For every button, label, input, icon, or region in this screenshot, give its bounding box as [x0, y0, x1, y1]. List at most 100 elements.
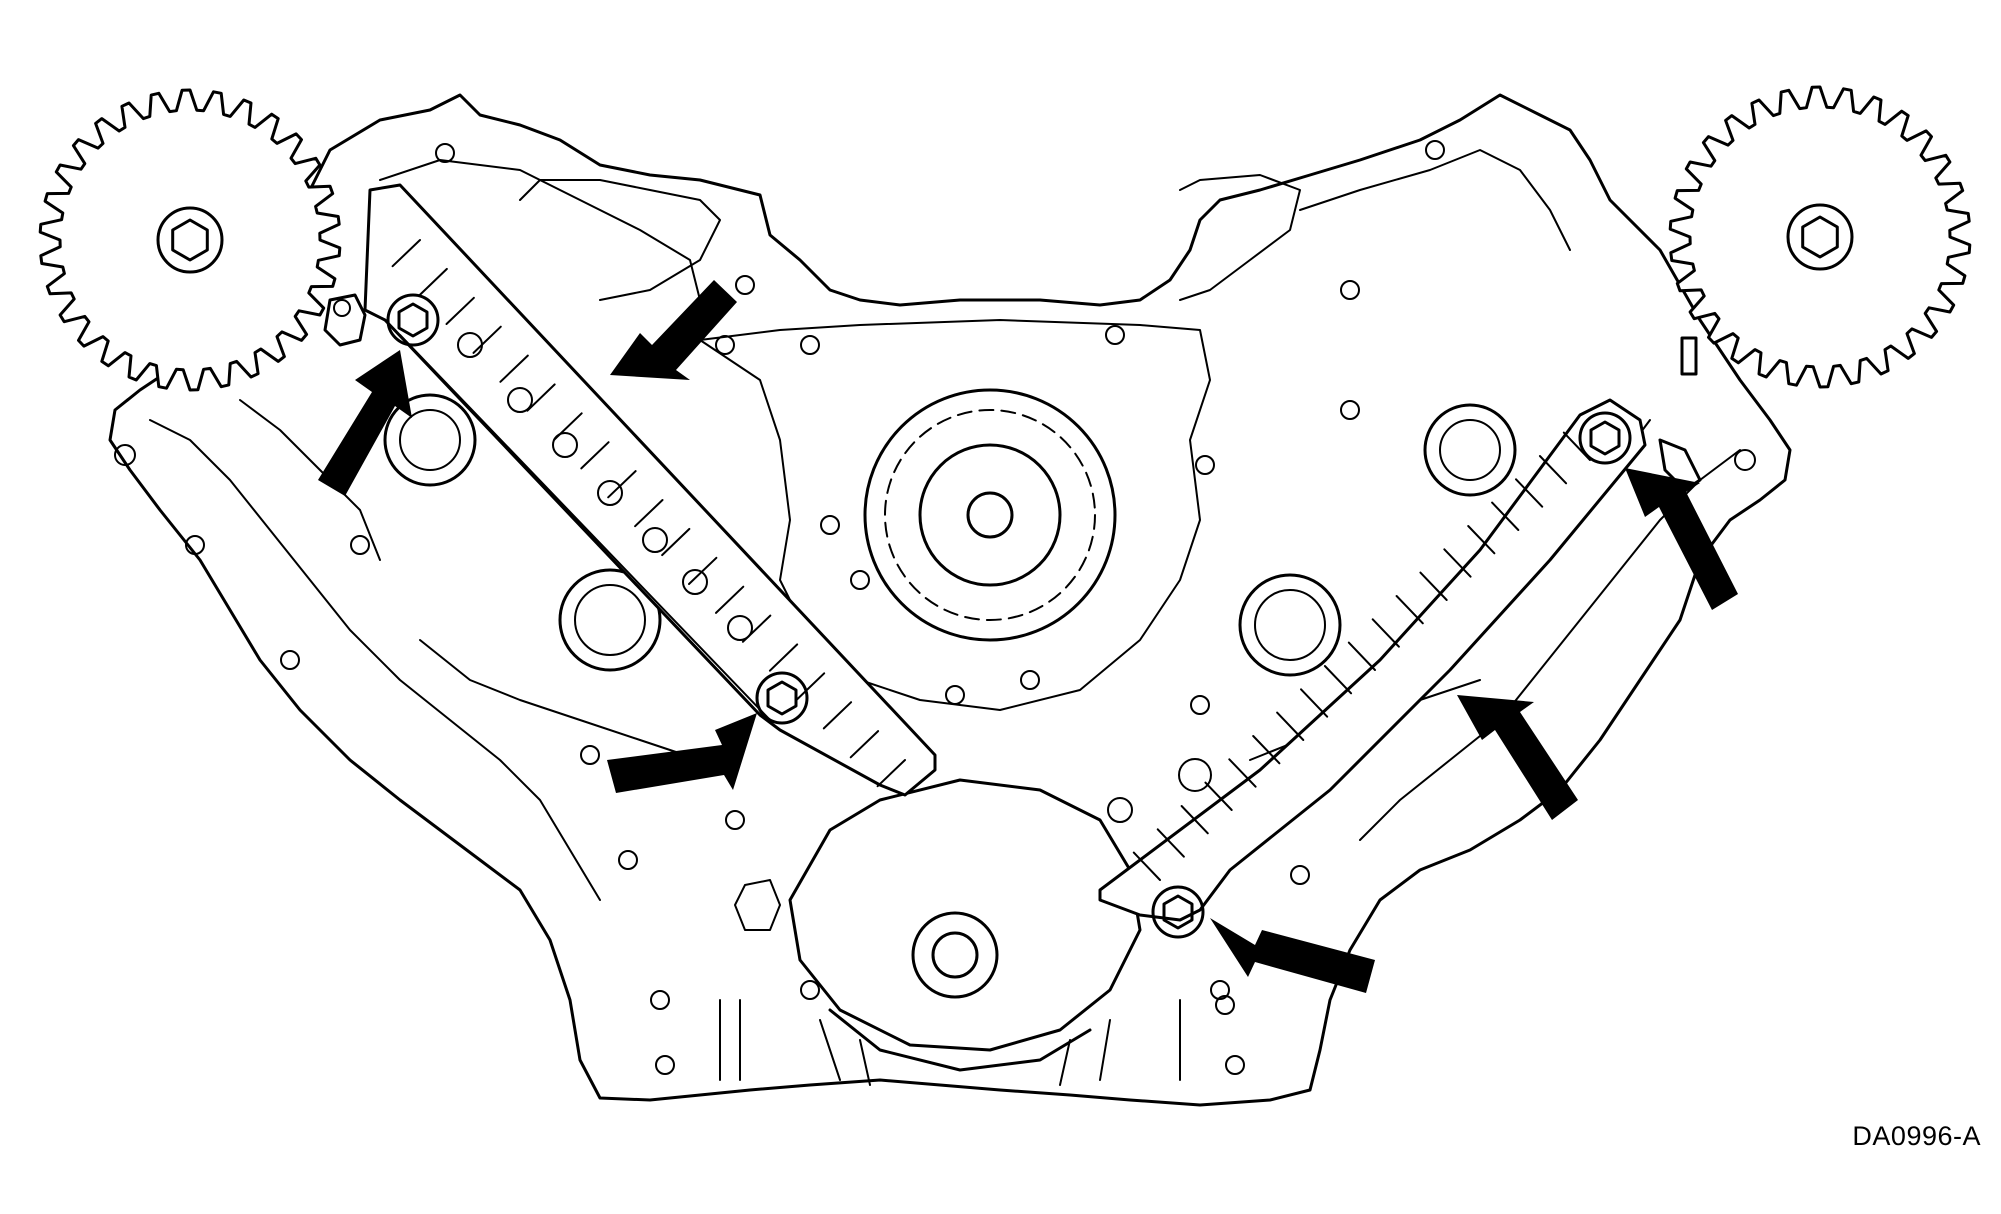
guide-tooth	[1395, 595, 1424, 625]
bore-right-lower	[1238, 573, 1342, 677]
guide-tooth	[499, 354, 529, 383]
bore-left-lower-inner	[574, 584, 646, 656]
bolt-hole	[1340, 280, 1360, 300]
bolt-hole	[1107, 797, 1133, 823]
guide-tooth	[768, 643, 799, 672]
guide-tooth	[1491, 501, 1520, 531]
guide-bolt-left-upper	[386, 293, 440, 347]
left-camshaft-sprocket	[38, 88, 342, 392]
bolt-hole	[820, 515, 840, 535]
sprocket-hub	[1786, 203, 1854, 271]
left-dowel	[333, 299, 351, 317]
bore-left-lower	[558, 568, 662, 672]
guide-tooth	[1228, 758, 1257, 788]
lower-right-ribs	[1059, 999, 1181, 1086]
guide-tooth	[1347, 641, 1376, 671]
sprocket-bolt-hex	[171, 218, 209, 262]
crankshaft-nose-center	[931, 931, 979, 979]
guide-lightening-hole	[507, 387, 533, 413]
guide-tooth	[1467, 525, 1496, 555]
crankshaft-nose	[911, 911, 999, 999]
guide-bolt-left-lower	[755, 671, 809, 725]
arrow-left-upper-bolt	[318, 350, 412, 496]
right-chain-guide-teeth	[1132, 431, 1591, 881]
guide-lightening-hole	[682, 569, 708, 595]
bolt-hole	[435, 143, 455, 163]
guide-tooth	[1276, 711, 1305, 741]
bolt-hole	[1210, 980, 1230, 1000]
water-pump-boss-ring	[884, 409, 1096, 621]
guide-tooth	[849, 730, 880, 759]
water-pump-boss-outer	[863, 388, 1117, 642]
bore-right-upper	[1423, 403, 1517, 497]
block-inner-contour-left	[149, 419, 601, 901]
guide-bolt-right-lower	[1151, 885, 1205, 939]
sprocket-bolt-hex	[1801, 215, 1839, 259]
crankshaft-sprocket-area	[788, 778, 1142, 1052]
guide-bolt-right-upper	[1578, 411, 1632, 465]
guide-tooth	[1323, 665, 1353, 695]
left-chain-guide-teeth	[391, 239, 906, 788]
guide-tooth	[1443, 548, 1472, 578]
bolt-hole	[650, 990, 670, 1010]
bolt-hole	[618, 850, 638, 870]
bolt-hole	[580, 745, 600, 765]
bolt-hole	[114, 444, 136, 466]
bolt-hole	[655, 1055, 675, 1075]
bolt-hole	[280, 650, 300, 670]
bolt-hole	[185, 535, 205, 555]
guide-lightening-hole	[642, 527, 668, 553]
bore-left-upper-inner	[399, 409, 461, 471]
head-casting-left	[519, 179, 721, 301]
bolt-hole	[1020, 670, 1040, 690]
guide-lightening-hole	[727, 615, 753, 641]
arrow-left-lower-bolt	[607, 713, 757, 793]
bolt-hole	[1425, 140, 1445, 160]
block-bolt-holes	[114, 140, 1756, 1075]
guide-tooth	[391, 239, 421, 268]
bore-left-upper	[383, 393, 477, 487]
guide-tooth	[607, 470, 637, 499]
guide-tooth	[876, 759, 906, 788]
guide-tooth	[634, 499, 664, 528]
guide-tooth	[1204, 781, 1233, 811]
figure-code-label: DA0996-A	[1852, 1121, 1981, 1151]
engine-block-outline	[108, 93, 1792, 1107]
guide-tooth	[1156, 828, 1185, 858]
guide-tooth	[1371, 618, 1400, 648]
guide-tooth	[715, 585, 745, 614]
bolt-hole	[1734, 449, 1756, 471]
bolt-hole	[1190, 695, 1210, 715]
block-side-rib-left	[239, 399, 381, 561]
guide-lightening-hole	[457, 332, 483, 358]
guide-tooth	[526, 383, 556, 412]
guide-tooth	[418, 267, 448, 297]
block-lower-rib-left	[419, 639, 701, 761]
guide-tooth	[580, 441, 610, 470]
guide-tooth	[1132, 851, 1161, 881]
sprocket-teeth	[38, 88, 342, 392]
oil-pump-pickup	[734, 879, 781, 931]
bolt-hole	[1340, 400, 1360, 420]
guide-tooth	[822, 701, 853, 730]
guide-tooth	[1300, 688, 1329, 718]
head-casting-right	[1179, 174, 1301, 301]
arrow-right-lower-bolt	[1210, 918, 1375, 993]
bolt-hole	[1178, 758, 1212, 792]
right-camshaft-sprocket	[1668, 85, 1972, 389]
bore-right-upper-inner	[1439, 419, 1501, 481]
guide-tooth	[1538, 455, 1568, 485]
bolt-hole	[1195, 455, 1215, 475]
bolt-hole	[1290, 865, 1310, 885]
bolt-hole	[850, 570, 870, 590]
bolt-hole	[800, 980, 820, 1000]
sprocket-hub	[156, 206, 224, 274]
block-center-valley	[699, 319, 1211, 711]
water-pump-boss-inner	[918, 443, 1062, 587]
water-pump-hub	[966, 491, 1014, 539]
left-sprocket-bracket	[323, 293, 367, 347]
bolt-hole	[945, 685, 965, 705]
arrow-right-upper-bolt	[1625, 468, 1738, 610]
bolt-hole	[715, 335, 735, 355]
